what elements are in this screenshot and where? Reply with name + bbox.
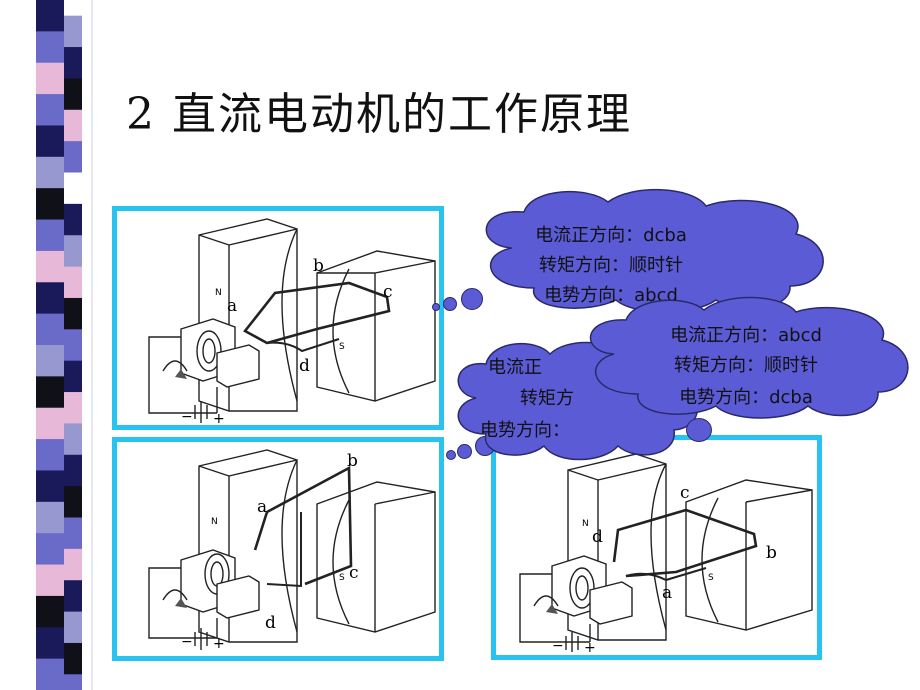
- callout-1-line-3: 电势方向：abcd: [544, 285, 678, 306]
- callout-2-line-2: 转矩方向：顺时针: [674, 355, 818, 376]
- wire-label-d-1: d: [299, 356, 310, 376]
- callout-3-line-1: 电流正: [488, 357, 542, 378]
- thought-dot: [443, 297, 457, 311]
- decorative-stripe: [0, 0, 104, 690]
- wire-label-d-2: d: [265, 613, 276, 633]
- callout-3-line-3: 电势方向：: [480, 420, 570, 441]
- wire-label-c-2: c: [349, 563, 359, 583]
- wire-label-c-1: c: [383, 282, 393, 302]
- motor-diagram-frame-3: N S a b c d − +: [491, 435, 822, 660]
- wire-label-a-2: a: [257, 497, 267, 517]
- motor-diagram-1: N S a b c d − +: [148, 218, 436, 425]
- thought-dot: [446, 450, 456, 460]
- pole-n-label-1: N: [215, 288, 222, 298]
- thought-dot: [457, 444, 472, 459]
- callout-cloud-2: 电流正方向：abcd 转矩方向：顺时针 电势方向：dcba: [574, 296, 918, 422]
- terminal-plus-1: +: [213, 411, 225, 425]
- pole-s-label-2: S: [339, 573, 345, 583]
- callout-1-line-1: 电流正方向：dcba: [535, 225, 687, 246]
- callout-2-line-3: 电势方向：dcba: [679, 387, 813, 408]
- terminal-minus-1: −: [181, 409, 193, 425]
- callout-cloud-1: 电流正方向：dcba 转矩方向：顺时针 电势方向：abcd: [466, 188, 832, 314]
- terminal-minus-2: −: [181, 634, 193, 650]
- thought-dot: [432, 303, 440, 311]
- callout-2-line-1: 电流正方向：abcd: [670, 325, 822, 346]
- wire-label-a-1: a: [227, 296, 237, 316]
- thought-dot: [686, 418, 712, 442]
- motor-diagram-3: N S a b c d − +: [519, 453, 813, 655]
- callout-3-line-2: 转矩方: [520, 388, 574, 409]
- slide-title: 2 直流电动机的工作原理: [126, 89, 632, 140]
- wire-label-b-3: b: [766, 543, 777, 563]
- motor-diagram-frame-2: N S a b c d − +: [112, 437, 444, 661]
- pole-s-label-1: S: [339, 342, 345, 352]
- terminal-minus-3: −: [552, 638, 564, 654]
- pole-s-label-3: S: [708, 573, 714, 583]
- wire-label-b-2: b: [347, 451, 358, 471]
- terminal-plus-3: +: [584, 640, 596, 655]
- wire-label-d-3: d: [592, 527, 603, 547]
- wire-label-b-1: b: [313, 256, 324, 276]
- motor-diagram-2: N S a b c d − +: [148, 449, 436, 652]
- callout-1-line-2: 转矩方向：顺时针: [539, 255, 683, 276]
- wire-label-a-3: a: [662, 583, 672, 603]
- pole-n-label-3: N: [582, 519, 589, 529]
- motor-diagram-frame-1: N S a b c d − +: [112, 206, 444, 430]
- terminal-plus-2: +: [213, 636, 225, 652]
- wire-label-c-3: c: [680, 483, 690, 503]
- pole-n-label-2: N: [211, 517, 218, 527]
- thought-dot: [461, 288, 483, 310]
